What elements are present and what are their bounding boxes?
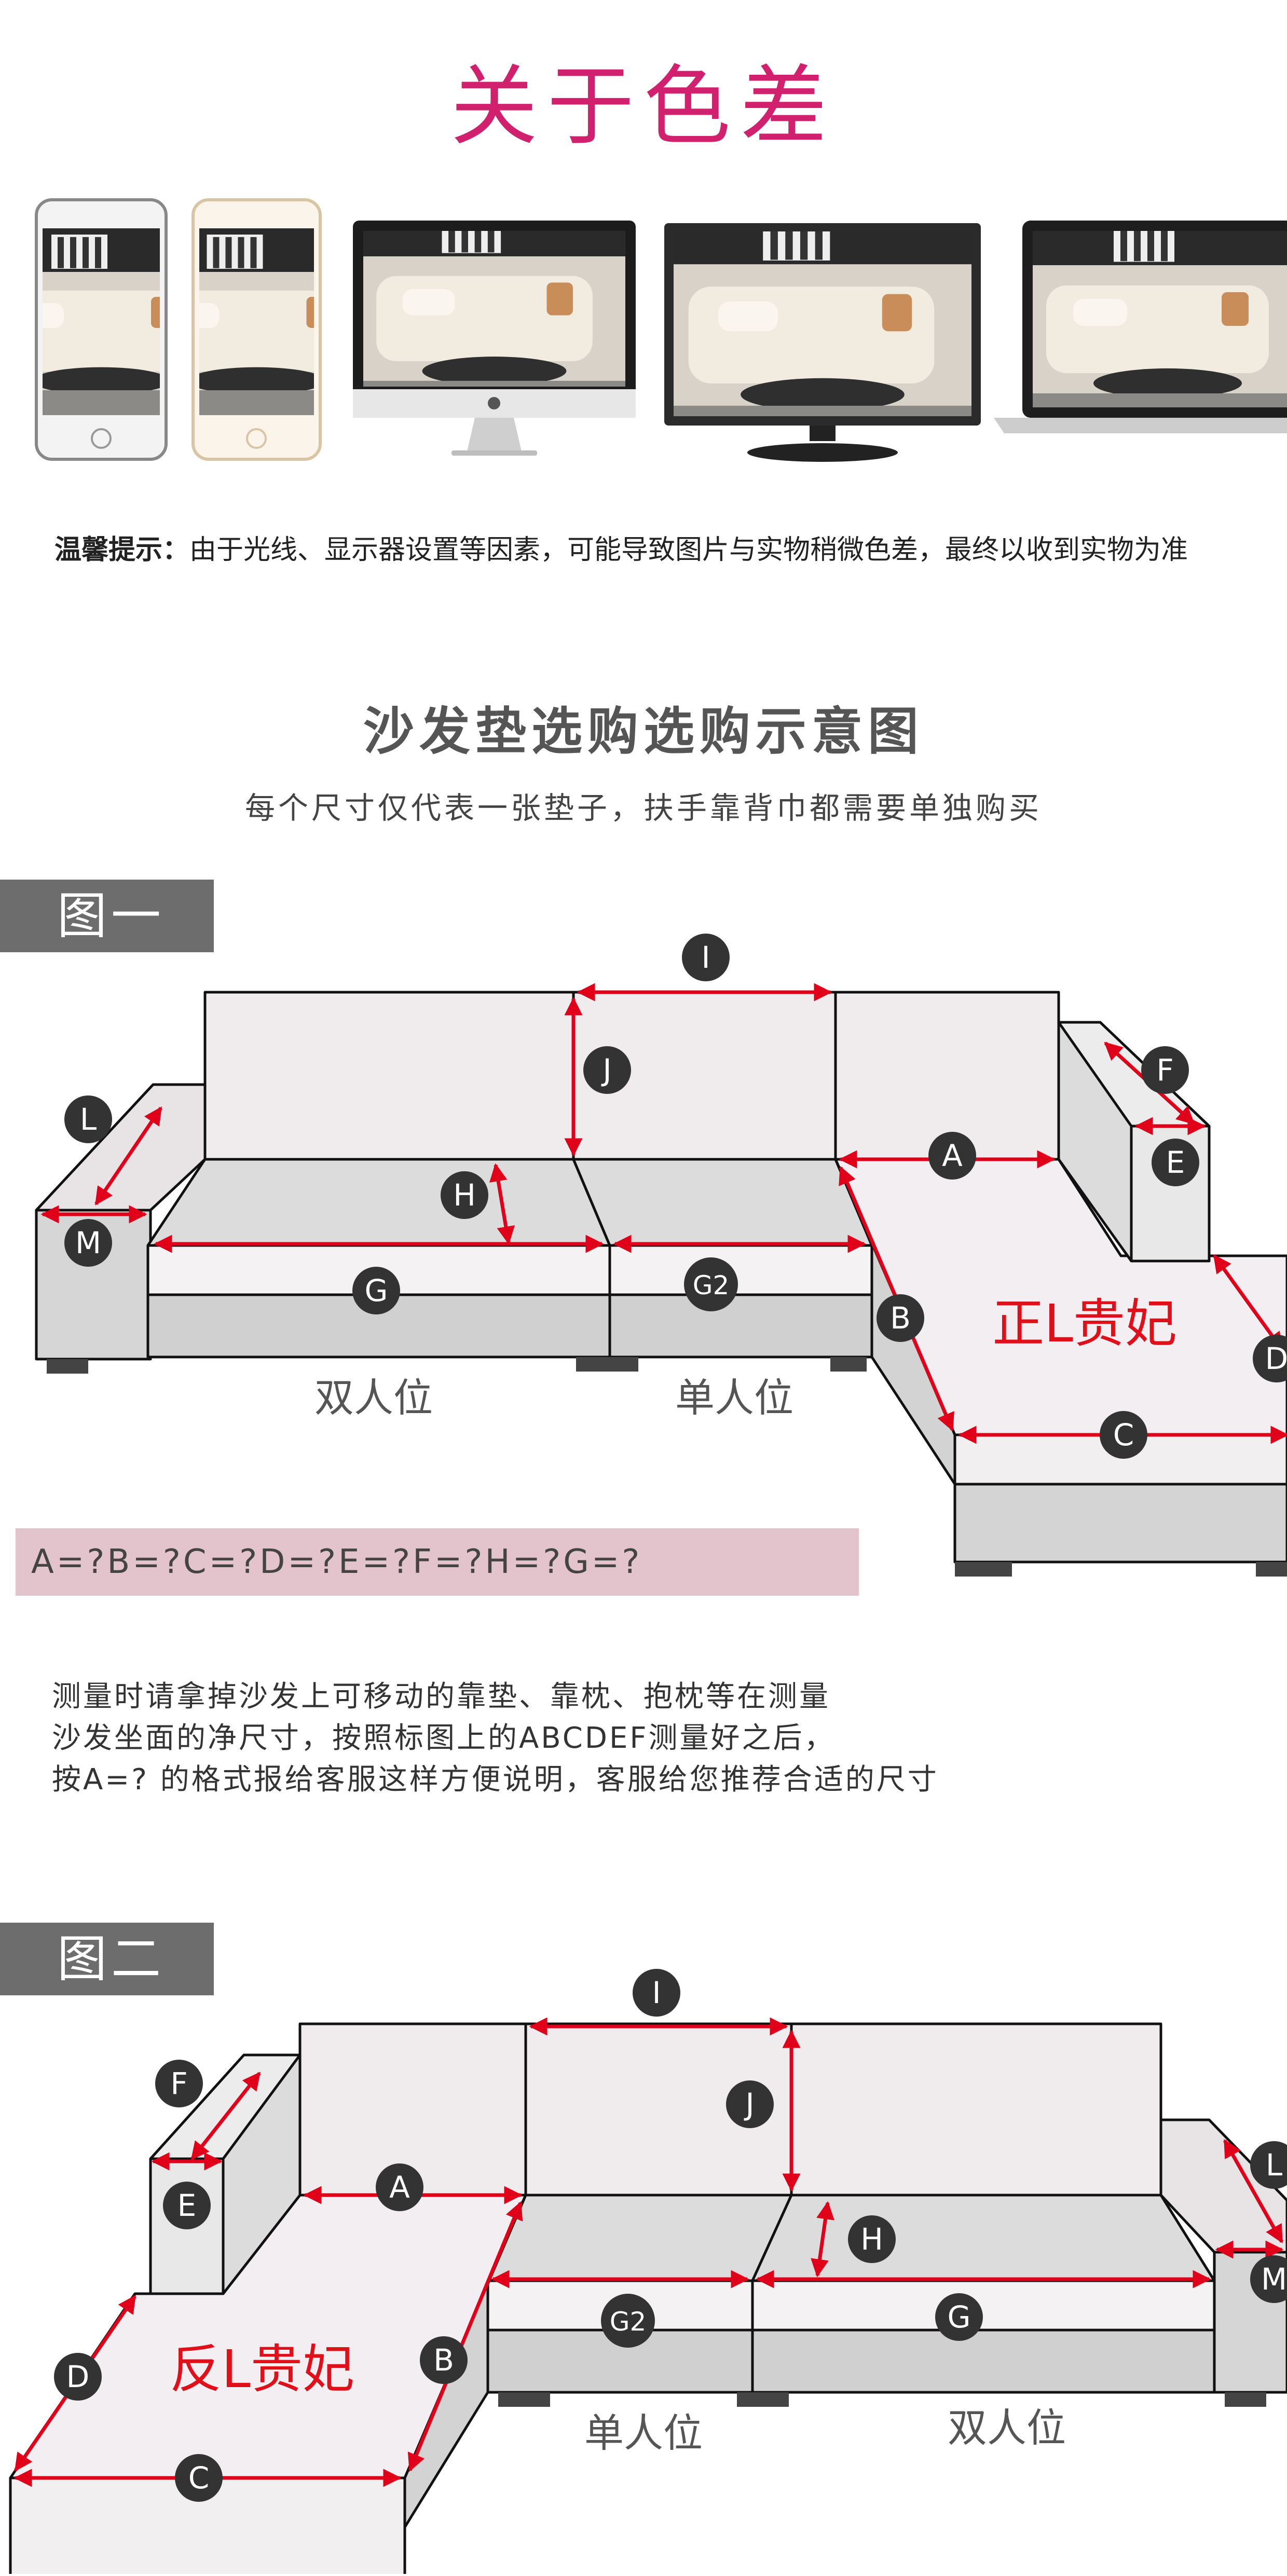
badge-C-icon: C: [175, 2454, 223, 2502]
badge-M-icon: M: [1250, 2255, 1287, 2303]
svg-text:J: J: [744, 2087, 754, 2122]
seat-single-label: 单人位: [675, 1375, 793, 1421]
page-title: 关于色差: [450, 56, 837, 157]
seat-double-label: 双人位: [948, 2405, 1066, 2451]
badge-L-icon: L: [64, 1095, 112, 1143]
section-title: 沙发垫选购选购示意图: [363, 702, 924, 761]
figure-2-diagram: I J F E A B C D H G2 G L M 单人位 双人位 反L贵妃: [0, 1941, 1287, 2576]
notice-text: 由于光线、显示器设置等因素，可能导致图片与实物稍微色差，最终以收到实物为准: [189, 535, 1188, 566]
chaise-label: 正L贵妃: [992, 1293, 1177, 1354]
svg-text:H: H: [860, 2222, 883, 2257]
figure-1-tag: 图一: [0, 880, 214, 952]
badge-H-icon: H: [441, 1171, 488, 1219]
color-difference-notice: 温馨提示：由于光线、显示器设置等因素，可能导致图片与实物稍微色差，最终以收到实物…: [54, 529, 1287, 571]
svg-text:B: B: [890, 1300, 911, 1336]
figure-1-diagram: I J L M H G G2 A B C D E F 双人位 单人位 正L贵妃: [0, 924, 1287, 1598]
svg-text:L: L: [80, 1102, 97, 1137]
svg-text:J: J: [601, 1052, 611, 1088]
svg-text:G: G: [365, 1273, 388, 1308]
svg-text:F: F: [170, 2066, 187, 2101]
badge-I-icon: I: [682, 934, 730, 981]
measurement-note: 测量时请拿掉沙发上可移动的靠垫、靠枕、抱枕等在测量 沙发坐面的净尺寸，按照标图上…: [52, 1676, 1245, 1801]
dimension-formula: A=?B=?C=?D=?E=?F=?H=?G=?: [16, 1528, 859, 1596]
svg-text:G2: G2: [693, 1270, 730, 1300]
badge-H-icon: H: [848, 2215, 896, 2263]
svg-text:C: C: [188, 2460, 210, 2496]
badge-J-icon: J: [726, 2080, 774, 2128]
badge-J-icon: J: [583, 1046, 631, 1094]
badge-B-icon: B: [420, 2336, 468, 2384]
badge-G2-icon: G2: [684, 1257, 738, 1311]
svg-text:G: G: [948, 2299, 971, 2335]
monitor-icon: [664, 223, 981, 462]
svg-text:C: C: [1113, 1417, 1134, 1453]
phone-gold-icon: [191, 198, 322, 461]
phone-black-icon: [35, 198, 168, 461]
badge-G2-icon: G2: [601, 2294, 655, 2348]
svg-text:I: I: [652, 1975, 661, 2010]
badge-E-icon: E: [163, 2182, 211, 2229]
seat-double-label: 双人位: [314, 1375, 433, 1421]
badge-D-icon: D: [1253, 1335, 1287, 1382]
badge-G-icon: G: [352, 1267, 400, 1314]
svg-text:G2: G2: [610, 2307, 647, 2337]
badge-F-icon: F: [155, 2060, 203, 2107]
figure-2-tag: 图二: [0, 1923, 214, 1995]
chaise-label: 反L贵妃: [170, 2339, 354, 2400]
svg-text:E: E: [1166, 1145, 1185, 1180]
svg-text:F: F: [1156, 1052, 1173, 1088]
note-line-2: 沙发坐面的净尺寸，按照标图上的ABCDEF测量好之后，: [52, 1721, 836, 1755]
svg-text:D: D: [66, 2359, 90, 2394]
badge-M-icon: M: [64, 1219, 112, 1267]
devices-illustration: [35, 198, 1287, 462]
device-comparison-row: [0, 197, 1287, 467]
badge-A-icon: A: [376, 2163, 423, 2211]
badge-B-icon: B: [877, 1294, 924, 1342]
svg-text:H: H: [453, 1177, 476, 1213]
note-line-3: 按A=? 的格式报给客服这样方便说明，客服给您推荐合适的尺寸: [52, 1763, 939, 1797]
svg-text:A: A: [942, 1138, 963, 1173]
imac-icon: [353, 221, 636, 456]
section-subtitle: 每个尺寸仅代表一张垫子，扶手靠背巾都需要单独购买: [244, 790, 1042, 826]
svg-text:M: M: [1261, 2262, 1287, 2297]
svg-text:B: B: [433, 2342, 454, 2378]
svg-text:D: D: [1265, 1341, 1287, 1376]
laptop-icon: [994, 221, 1287, 433]
svg-text:A: A: [389, 2170, 410, 2205]
badge-G-icon: G: [935, 2293, 983, 2341]
badge-L-icon: L: [1250, 2141, 1287, 2189]
notice-label: 温馨提示：: [54, 535, 190, 566]
badge-F-icon: F: [1141, 1046, 1189, 1094]
svg-text:M: M: [75, 1225, 101, 1260]
badge-A-icon: A: [928, 1132, 976, 1180]
seat-single-label: 单人位: [584, 2410, 703, 2456]
badge-C-icon: C: [1100, 1411, 1147, 1459]
svg-text:L: L: [1266, 2147, 1282, 2183]
badge-D-icon: D: [54, 2353, 102, 2401]
badge-I-icon: I: [633, 1969, 680, 2017]
svg-text:E: E: [177, 2188, 197, 2223]
note-line-1: 测量时请拿掉沙发上可移动的靠垫、靠枕、抱枕等在测量: [52, 1680, 830, 1714]
badge-E-icon: E: [1152, 1139, 1199, 1186]
svg-text:I: I: [701, 940, 710, 975]
